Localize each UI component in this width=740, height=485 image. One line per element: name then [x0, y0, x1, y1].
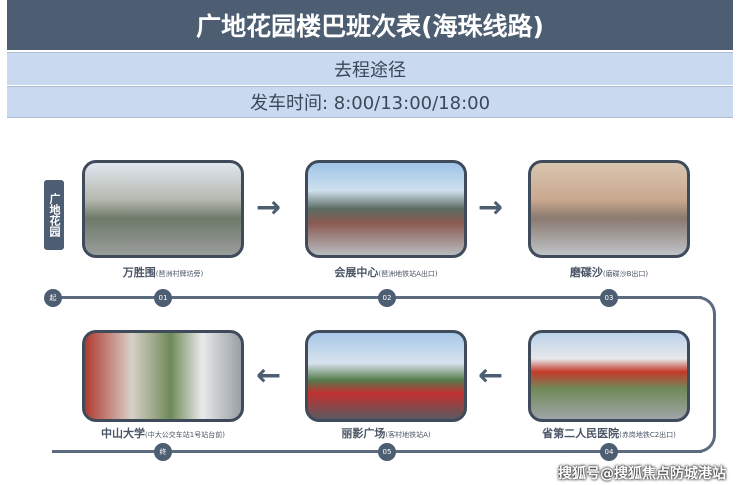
- arrow-right-icon: →: [478, 190, 504, 225]
- stop-photo-1: [82, 160, 244, 258]
- stop-node: 04: [600, 443, 618, 461]
- stop-photo-2: [305, 160, 467, 258]
- stop-node: 01: [154, 289, 172, 307]
- stop-node: 03: [600, 289, 618, 307]
- stop-photo-3: [528, 160, 690, 258]
- stop-photo-5: [305, 330, 467, 422]
- arrow-left-icon: ←: [256, 358, 282, 393]
- stop-label: 省第二人民医院(赤岗地铁C2出口): [542, 427, 676, 440]
- stop-label: 丽影广场(客村地铁站A): [341, 427, 431, 440]
- stop-node: 05: [378, 443, 396, 461]
- watermark: 搜狐号@搜狐焦点防城港站: [558, 466, 726, 482]
- start-node: 起: [44, 289, 62, 307]
- departure-times: 发车时间: 8:00/13:00/18:00: [7, 86, 733, 118]
- arrow-right-icon: →: [256, 190, 282, 225]
- stop-photo-4: [528, 330, 690, 422]
- stop-label: 磨碟沙(磨碟沙B出口): [569, 266, 649, 279]
- route-line: [52, 296, 702, 299]
- stop-label: 万胜围(琶洲村牌坊旁): [122, 266, 204, 279]
- stop-node: 02: [378, 289, 396, 307]
- end-node: 终: [154, 443, 172, 461]
- route-line: [52, 450, 702, 453]
- page-title: 广地花园楼巴班次表(海珠线路): [7, 0, 733, 50]
- stop-label: 中山大学(中大公交车站1号站台前): [101, 427, 225, 440]
- route-subtitle: 去程途径: [7, 52, 733, 85]
- arrow-left-icon: ←: [478, 358, 504, 393]
- stop-label: 会展中心(琶洲地铁站A出口): [334, 266, 438, 279]
- stop-photo-6: [82, 330, 244, 422]
- start-station-tag: 广地花园: [44, 180, 64, 250]
